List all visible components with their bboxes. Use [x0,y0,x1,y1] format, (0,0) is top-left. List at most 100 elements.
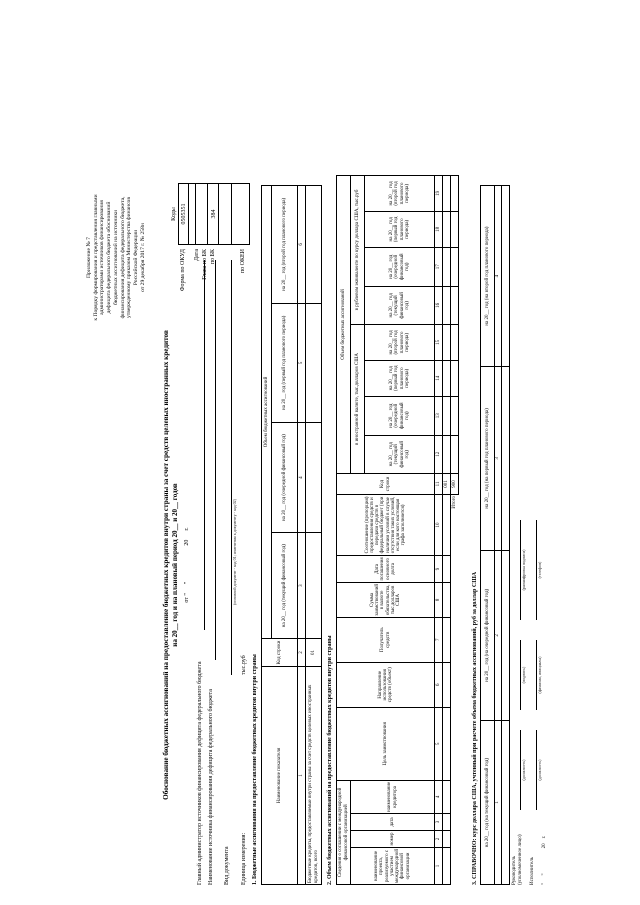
okud-label: Форма по ОКУД [180,249,186,292]
section2-title: 2. Объем бюджетных ассигнований на предо… [327,635,333,885]
s2-num: 8 [434,582,443,618]
s2-cell[interactable] [442,324,451,361]
s2-cell[interactable] [442,662,451,708]
field-unit-label: Единица измерения: [241,832,247,885]
s2-total-cell[interactable] [450,324,459,361]
s2-cell[interactable] [442,555,451,583]
field-doctype-line [231,260,232,675]
s2-cell[interactable] [442,813,451,831]
s2-num: 7 [434,617,443,663]
s2-head-creditor: наименование кредитора [350,780,435,814]
s2-total-cell[interactable] [450,286,459,325]
s2-cell[interactable] [442,707,451,781]
field-doctype-label: Вид документа [224,846,230,885]
s3-cell[interactable] [501,720,510,885]
field-source-line [215,260,216,660]
s1-cell[interactable] [305,303,322,423]
s2-cell[interactable] [442,582,451,618]
s1-row-code: 01 [305,638,322,667]
appendix-line: Приложение № 7 [86,237,92,278]
s2-head-period: на 20__ год (первый год планового период… [364,360,435,397]
field-admin-label: Главный администратор источников финанси… [197,661,203,885]
signature-date: " " 20 г. [542,835,547,885]
s3-num: 1 [494,720,502,885]
s2-num: 12 [434,435,443,474]
s2-head-foreign: в иностранной валюте, тыс.долларов США [350,324,365,474]
s2-cell[interactable] [442,396,451,436]
s2-head-period: на 20__ год (текущий финансовый год) [364,286,435,325]
s3-num: 4 [494,185,502,367]
s1-num: 3 [297,532,306,639]
section3-title: 3. СПРАВОЧНО: курс доллара США, учтенный… [472,571,478,885]
s2-num: 1 [434,847,443,885]
s2-num: 3 [434,813,443,831]
s3-cell[interactable] [501,550,510,721]
s2-num: 6 [434,662,443,708]
s2-num: 10 [434,494,443,556]
field-source-label: Наименование источника финансирования де… [208,689,214,885]
s1-row-name: Бюджетные кредиты, предоставляемые внутр… [305,666,322,885]
field-doctype-hint: (основной документ - код 01; изменения к… [232,499,237,605]
s2-total-cell[interactable] [450,360,459,397]
s2-cell[interactable] [442,847,451,885]
s2-head-period: на 20__ год (очередной финансовый год) [364,247,435,287]
s2-cell[interactable] [442,617,451,663]
s1-head-code: Код строки [261,638,298,667]
s2-cell[interactable] [442,360,451,397]
s2-head-info: Сведения о соглашении с международной фи… [336,780,351,885]
s2-num: 17 [434,247,443,287]
appendix-line: утвержденному приказом Министерства фина… [126,197,133,318]
s2-total-cell[interactable] [450,396,459,436]
s2-head-repay: Дата погашения основного долга [336,555,435,583]
s3-cell[interactable] [501,366,510,551]
s2-cell[interactable] [442,175,451,212]
s1-head-group: Объем бюджетных ассигнований [261,185,272,639]
s3-head-col: на 20__ год (на второй год планового пер… [480,185,495,367]
appendix-line: Российской Федерации [132,229,139,286]
s2-head-code: Код строки [336,473,435,495]
s2-head-date: дата [350,813,435,831]
signature-decoding-caption: (расшифровка подписи) [521,549,526,591]
s2-head-period: на 20__ год (очередной финансовый год) [364,396,435,436]
document-period: на 20__ год и на плановый период 20__ и … [171,483,179,647]
s1-cell[interactable] [305,185,322,304]
s2-num: 9 [434,555,443,583]
s2-num: 18 [434,211,443,248]
s2-total-cell[interactable] [450,247,459,287]
appendix-line: от 29 декабря 2017 г. № 258н [139,223,146,292]
s2-total-code: 900 [450,473,459,495]
document-title: Обоснование бюджетных ассигнований на пр… [162,330,170,800]
s2-num: 15 [434,324,443,361]
s1-head-col: на 20__ год (первый год планового период… [271,303,298,423]
s1-num: 5 [297,303,306,423]
s2-cell[interactable] [442,211,451,248]
signature-sign-caption: (подпись) [521,666,526,684]
s1-num: 1 [297,666,306,885]
s2-total-cell[interactable] [450,435,459,474]
s2-cell[interactable] [442,247,451,287]
s2-total-cell[interactable] [450,211,459,248]
field-admin-line [204,260,205,630]
s2-cell[interactable] [442,286,451,325]
s2-cell[interactable] [442,780,451,814]
s2-cell[interactable] [442,830,451,848]
s1-head-col: на 20__ год (второй год планового период… [271,185,298,304]
okud-code-value: 0505351 [181,184,189,244]
s3-cell[interactable] [501,185,510,367]
appendix-line: бюджетных ассигнований на источники [112,209,119,306]
s1-cell[interactable] [305,532,322,639]
s3-num: 3 [494,366,502,551]
s2-total-cell[interactable] [450,175,459,212]
rotated-document-sheet: Приложение № 7 к Порядку формирования и … [80,165,550,905]
s2-cell[interactable] [442,494,451,556]
s1-cell[interactable] [305,422,322,533]
s1-num: 6 [297,185,306,304]
section2-table: Сведения о соглашении с международной фи… [336,175,459,885]
s2-head-period: на 20__ год (второй год планового период… [364,175,435,212]
s3-head-col: на 20__ год (на первый год планового пер… [480,366,495,551]
s2-head-sum: Сумма заимствований в валюте обязательст… [336,582,435,618]
executor-label: Исполнитель [530,857,535,885]
section1-table: Наименование показателя Код строки Объем… [261,185,322,885]
s2-cell[interactable] [442,435,451,474]
